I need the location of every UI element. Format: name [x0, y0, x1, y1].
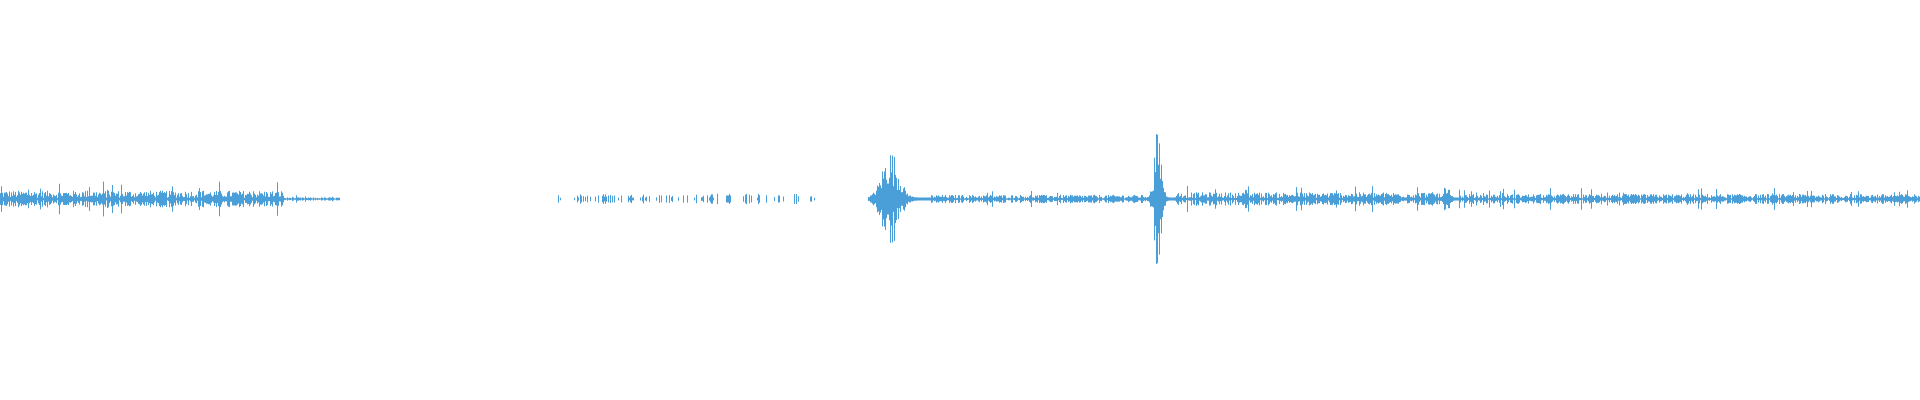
- waveform-trace: [0, 134, 1920, 264]
- waveform-path: [0, 134, 1920, 264]
